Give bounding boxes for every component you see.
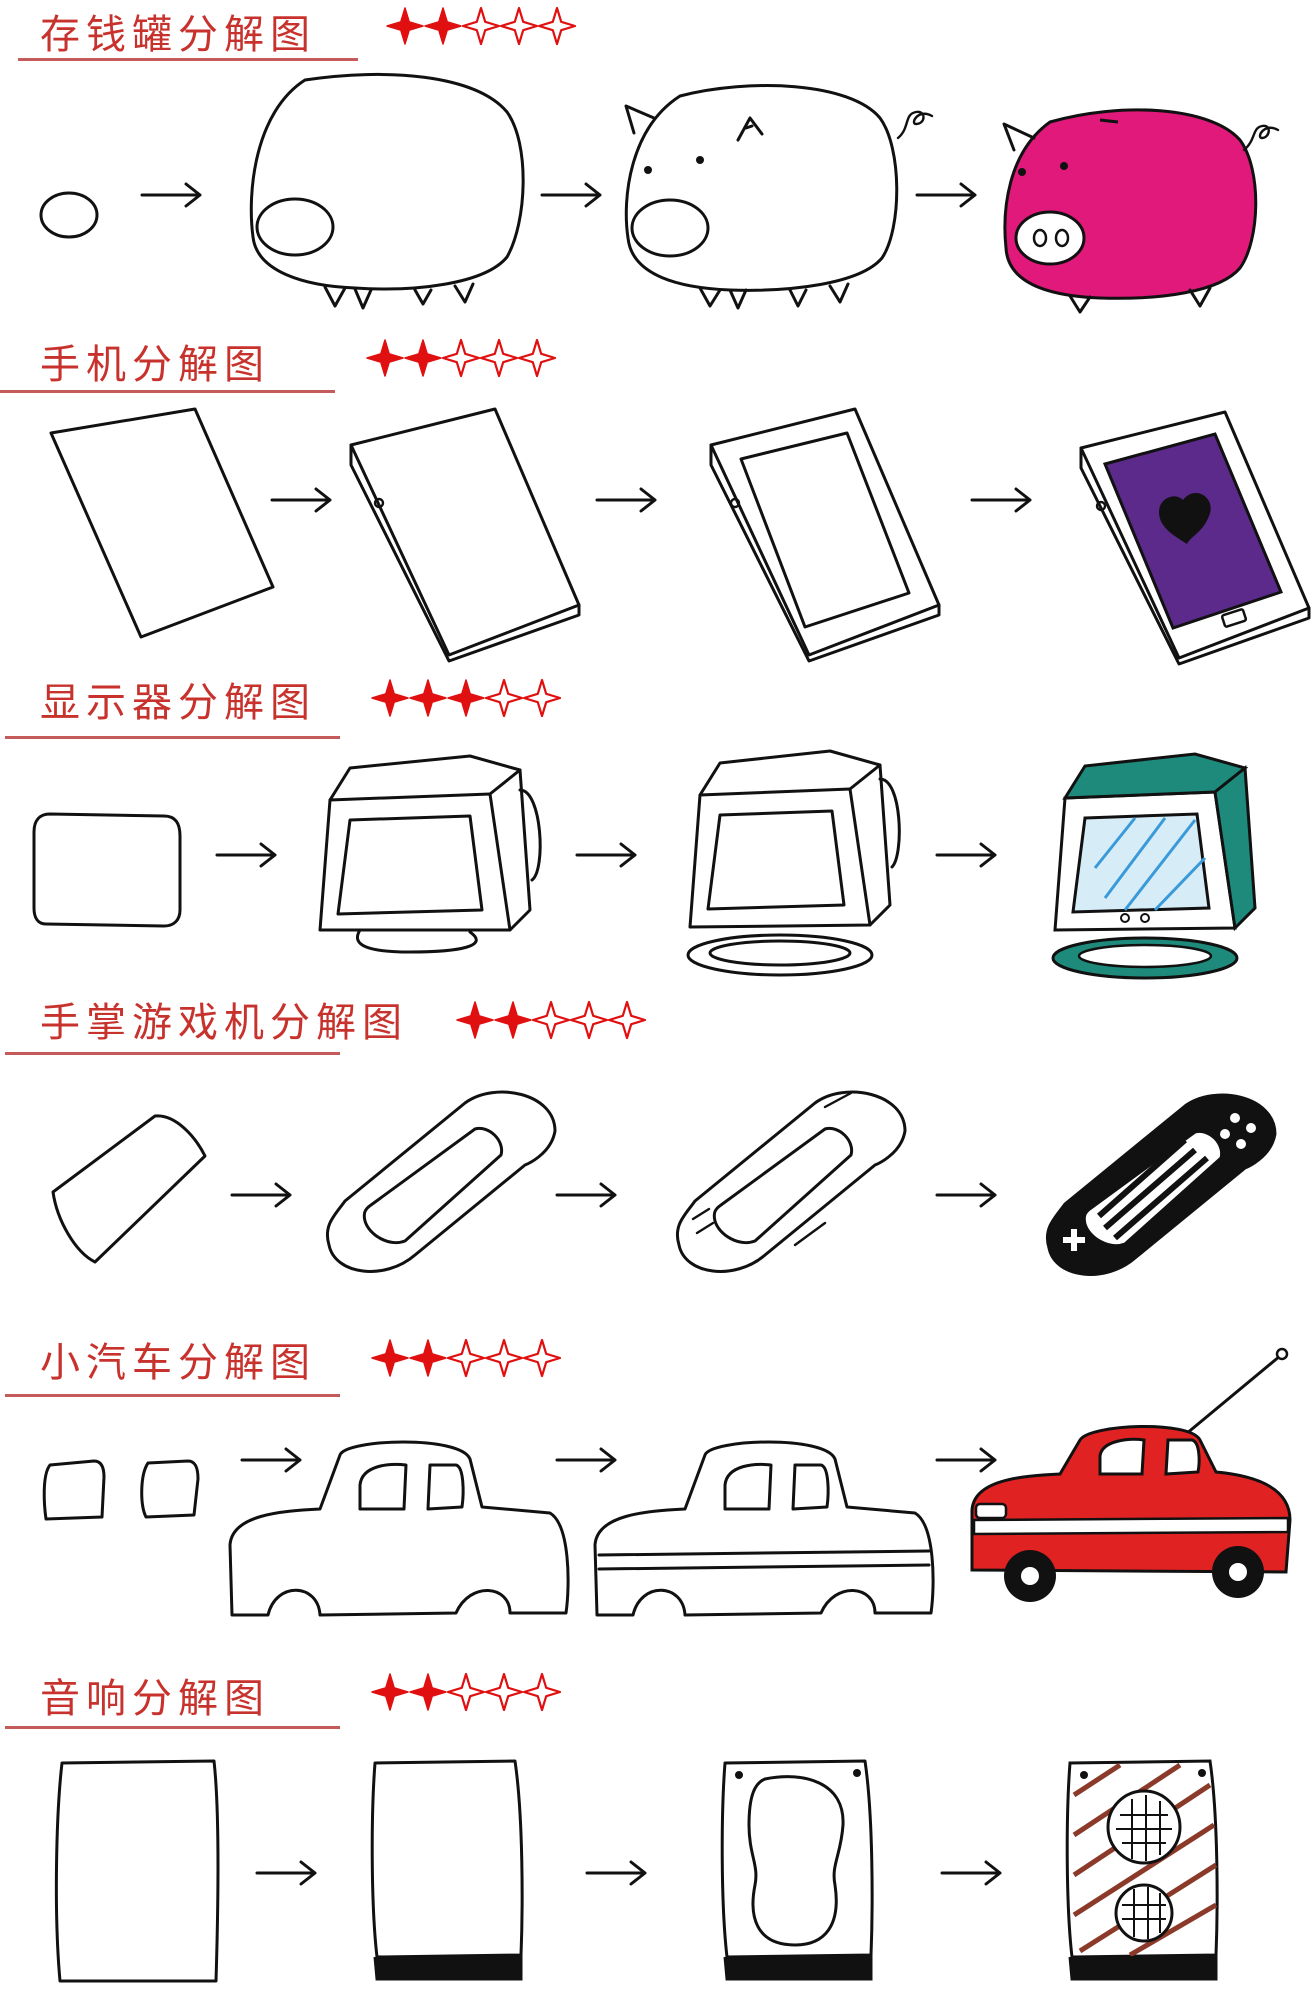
step-3-console-details — [676, 1090, 907, 1273]
star-outline-icon — [446, 1338, 486, 1378]
star-filled-icon — [447, 679, 485, 717]
arrow-icon — [140, 182, 202, 208]
arrow-icon — [540, 182, 602, 208]
star-outline-icon — [531, 1000, 571, 1040]
title-underline — [5, 1052, 340, 1055]
step-4-speaker-colored — [1065, 1759, 1219, 1981]
star-filled-icon — [409, 1339, 447, 1377]
star-outline-icon — [522, 678, 562, 718]
section-title: 音响分解图 — [40, 1676, 270, 1722]
section-title: 小汽车分解图 — [40, 1340, 316, 1386]
step-3-speaker-panel — [720, 1759, 874, 1981]
step-2-slab — [349, 407, 581, 663]
arrow-icon — [575, 842, 637, 868]
section-piggy-bank: 存钱罐分解图 — [0, 0, 1315, 330]
arrow-icon — [255, 1860, 317, 1886]
star-outline-icon — [517, 338, 557, 378]
arrow-icon — [230, 1182, 292, 1208]
difficulty-rating — [371, 1672, 562, 1712]
star-outline-icon — [484, 1672, 524, 1712]
step-1-rectangle — [49, 407, 275, 639]
step-2-monitor — [318, 754, 542, 954]
step-4-monitor-colored — [1051, 752, 1257, 980]
step-2-speaker-base — [370, 1759, 524, 1981]
section-title: 手机分解图 — [40, 342, 270, 388]
difficulty-rating — [386, 6, 577, 46]
step-3-car-stripe — [593, 1440, 935, 1617]
section-car: 小汽车分解图 — [0, 1330, 1315, 1660]
arrow-icon — [215, 842, 277, 868]
star-filled-icon — [424, 7, 462, 45]
section-title: 显示器分解图 — [40, 680, 316, 726]
section-speaker: 音响分解图 — [0, 1660, 1315, 1994]
difficulty-rating — [456, 1000, 647, 1040]
arrow-icon — [970, 487, 1032, 513]
arrow-icon — [555, 1182, 617, 1208]
star-filled-icon — [409, 679, 447, 717]
step-3-pig — [624, 84, 934, 310]
step-2-car-body — [228, 1440, 570, 1617]
difficulty-rating — [371, 1338, 562, 1378]
step-3-phone-screen — [709, 407, 941, 663]
section-title: 存钱罐分解图 — [40, 12, 316, 58]
step-1-tall-rect — [54, 1759, 220, 1983]
star-filled-icon — [404, 339, 442, 377]
step-1-rounded-rect — [32, 812, 182, 928]
step-1-tilted-rect — [51, 1114, 207, 1264]
arrow-icon — [940, 1860, 1002, 1886]
step-2-body — [249, 73, 525, 310]
step-2-console-body — [326, 1090, 557, 1273]
star-outline-icon — [484, 678, 524, 718]
star-outline-icon — [446, 1672, 486, 1712]
star-outline-icon — [607, 1000, 647, 1040]
star-filled-icon — [409, 1673, 447, 1711]
section-monitor: 显示器分解图 — [0, 670, 1315, 1000]
step-1-oval — [39, 191, 99, 239]
title-underline — [0, 390, 335, 393]
star-outline-icon — [569, 1000, 609, 1040]
star-outline-icon — [461, 6, 501, 46]
arrow-icon — [935, 842, 997, 868]
star-filled-icon — [456, 1001, 494, 1039]
section-title: 手掌游戏机分解图 — [40, 1000, 408, 1046]
arrow-icon — [595, 487, 657, 513]
star-outline-icon — [479, 338, 519, 378]
step-3-monitor-stand — [686, 749, 901, 977]
arrow-icon — [935, 1447, 997, 1473]
star-filled-icon — [371, 679, 409, 717]
step-4-pig-colored — [1002, 108, 1280, 314]
arrow-icon — [240, 1447, 302, 1473]
difficulty-rating — [371, 678, 562, 718]
step-4-phone-colored — [1079, 410, 1311, 666]
title-underline — [5, 1726, 340, 1729]
star-outline-icon — [537, 6, 577, 46]
arrow-icon — [270, 487, 332, 513]
title-underline — [18, 58, 358, 61]
section-phone: 手机分解图 — [0, 330, 1315, 670]
star-outline-icon — [484, 1338, 524, 1378]
star-filled-icon — [366, 339, 404, 377]
title-underline — [5, 736, 340, 739]
difficulty-rating — [366, 338, 557, 378]
star-filled-icon — [371, 1339, 409, 1377]
arrow-icon — [555, 1447, 617, 1473]
star-outline-icon — [499, 6, 539, 46]
section-handheld: 手掌游戏机分解图 — [0, 1000, 1315, 1330]
arrow-icon — [915, 182, 977, 208]
star-outline-icon — [441, 338, 481, 378]
step-1-windows — [42, 1459, 200, 1521]
title-underline — [5, 1394, 340, 1397]
step-4-console-colored — [1046, 1093, 1277, 1276]
star-outline-icon — [522, 1672, 562, 1712]
step-4-car-colored — [970, 1347, 1292, 1602]
arrow-icon — [935, 1182, 997, 1208]
arrow-icon — [585, 1860, 647, 1886]
star-filled-icon — [386, 7, 424, 45]
star-filled-icon — [371, 1673, 409, 1711]
star-filled-icon — [494, 1001, 532, 1039]
star-outline-icon — [522, 1338, 562, 1378]
